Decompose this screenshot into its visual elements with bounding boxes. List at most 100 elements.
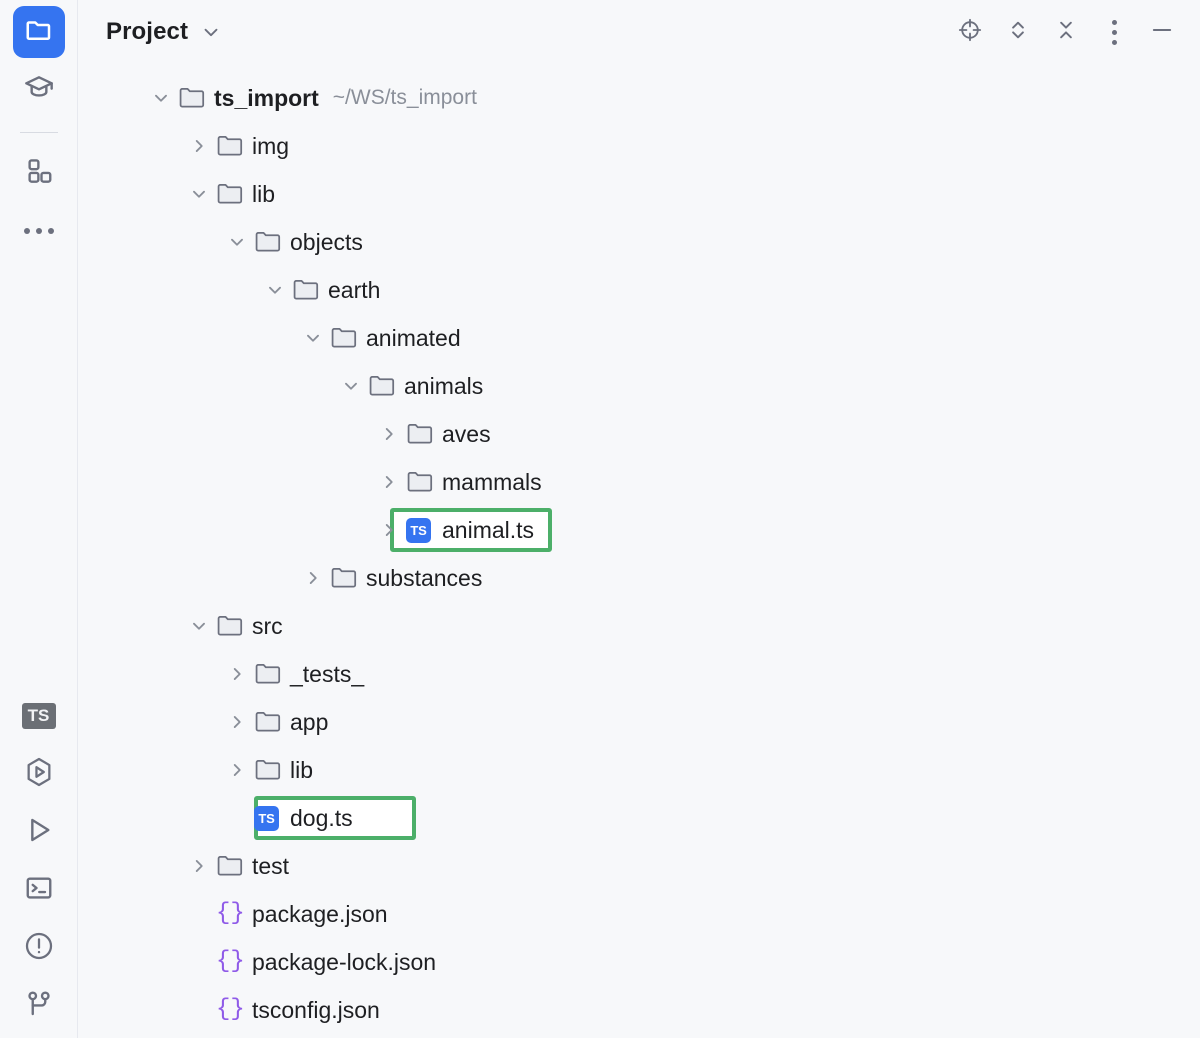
ts-badge-label: TS	[254, 805, 279, 831]
tree-node-package-lock[interactable]: {}package-lock.json	[78, 938, 1200, 986]
tree-node-app[interactable]: app	[78, 698, 1200, 746]
tree-node-animated[interactable]: animated	[78, 314, 1200, 362]
sidebar-item-problems[interactable]	[13, 922, 65, 974]
chevron-down-icon[interactable]	[224, 229, 250, 255]
tree-node-label: objects	[290, 228, 363, 255]
chevron-down-icon[interactable]	[186, 613, 212, 639]
tree-node-label: lib	[290, 756, 314, 783]
chevron-up-down-icon	[1005, 17, 1031, 48]
tree-node-label: app	[290, 708, 329, 735]
tree-node-lib[interactable]: lib	[78, 170, 1200, 218]
tree-node-label: package.json	[252, 900, 388, 927]
tree-node-label: animals	[404, 372, 484, 399]
collapse-all-icon	[1053, 17, 1079, 48]
activity-bar: TS	[0, 0, 78, 1038]
json-braces-label: {}	[216, 948, 245, 975]
folder-icon	[24, 15, 54, 50]
chevron-right-icon[interactable]	[376, 469, 402, 495]
folder-icon	[406, 469, 436, 495]
tree-node-img[interactable]: img	[78, 122, 1200, 170]
chevron-right-icon[interactable]	[224, 757, 250, 783]
tree-node-tests[interactable]: _tests_	[78, 650, 1200, 698]
sidebar-item-learn[interactable]	[13, 64, 65, 116]
chevron-down-icon[interactable]	[186, 181, 212, 207]
chevron-right-icon[interactable]	[186, 133, 212, 159]
hexagon-play-icon	[22, 755, 56, 794]
sidebar-item-terminal[interactable]	[13, 864, 65, 916]
ellipsis-icon	[23, 228, 54, 234]
sidebar-item-plugins[interactable]	[13, 147, 65, 199]
chevron-down-icon[interactable]	[200, 21, 222, 43]
tree-node-package-json[interactable]: {}package.json	[78, 890, 1200, 938]
ts-file-icon: TS	[406, 517, 436, 543]
folder-icon	[178, 85, 208, 111]
chevron-down-icon[interactable]	[338, 373, 364, 399]
folder-icon	[254, 661, 284, 687]
tree-node-label: aves	[442, 420, 491, 447]
json-file-icon: {}	[216, 901, 246, 927]
tree-node-label: package-lock.json	[252, 948, 437, 975]
ts-file-icon: TS	[254, 805, 284, 831]
tree-node-earth[interactable]: earth	[78, 266, 1200, 314]
blocks-icon	[24, 156, 54, 191]
tree-node-label: test	[252, 852, 290, 879]
sidebar-item-run-debug[interactable]	[13, 748, 65, 800]
json-braces-label: {}	[216, 900, 245, 927]
tree-node-label: lib	[252, 180, 276, 207]
tree-node-label: dog.ts	[290, 804, 353, 831]
tree-node-label: tsconfig.json	[252, 996, 380, 1023]
chevron-right-icon[interactable]	[224, 709, 250, 735]
folder-icon	[254, 229, 284, 255]
chevron-right-icon[interactable]	[300, 565, 326, 591]
tree-node-label: mammals	[442, 468, 542, 495]
crosshair-icon	[957, 17, 983, 48]
tree-node-src-lib[interactable]: lib	[78, 746, 1200, 794]
chevron-right-icon[interactable]	[376, 421, 402, 447]
page-title: Project	[106, 18, 189, 45]
chevron-right-icon[interactable]	[376, 517, 402, 543]
warning-circle-icon	[23, 930, 55, 967]
folder-icon	[292, 277, 322, 303]
minimize-icon	[1149, 17, 1175, 48]
tree-node-mammals[interactable]: mammals	[78, 458, 1200, 506]
ts-badge-icon: TS	[21, 703, 56, 729]
sidebar-item-run[interactable]	[13, 806, 65, 858]
folder-icon	[216, 133, 246, 159]
collapse-all-button[interactable]	[1046, 12, 1086, 52]
chevron-down-icon[interactable]	[300, 325, 326, 351]
options-menu-button[interactable]	[1094, 12, 1134, 52]
activity-bar-divider	[19, 132, 58, 133]
chevron-right-icon[interactable]	[224, 661, 250, 687]
chevron-right-icon[interactable]	[186, 853, 212, 879]
sidebar-item-more[interactable]	[13, 205, 65, 257]
select-opened-file-button[interactable]	[950, 12, 990, 52]
sidebar-item-typescript[interactable]: TS	[13, 690, 65, 742]
tree-node-aves[interactable]: aves	[78, 410, 1200, 458]
vertical-dots-icon	[1111, 19, 1117, 45]
tree-node-objects[interactable]: objects	[78, 218, 1200, 266]
ts-badge-label: TS	[406, 517, 431, 543]
tree-node-label: substances	[366, 564, 483, 591]
tree-node-tsconfig[interactable]: {}tsconfig.json	[78, 986, 1200, 1034]
tree-node-substances[interactable]: substances	[78, 554, 1200, 602]
graduation-cap-icon	[23, 72, 55, 109]
sidebar-item-version-control[interactable]	[13, 980, 65, 1032]
play-icon	[23, 814, 55, 851]
json-file-icon: {}	[216, 997, 246, 1023]
folder-icon	[254, 709, 284, 735]
folder-icon	[216, 181, 246, 207]
chevron-down-icon[interactable]	[148, 85, 174, 111]
tree-node-src[interactable]: src	[78, 602, 1200, 650]
expand-collapse-button[interactable]	[998, 12, 1038, 52]
tree-node-test[interactable]: test	[78, 842, 1200, 890]
sidebar-item-project[interactable]	[12, 6, 65, 58]
tree-node-ts_import[interactable]: ts_import~/WS/ts_import	[78, 74, 1200, 122]
hide-button[interactable]	[1142, 12, 1182, 52]
tree-node-path-hint: ~/WS/ts_import	[332, 86, 477, 109]
tree-node-animals[interactable]: animals	[78, 362, 1200, 410]
json-file-icon: {}	[216, 949, 246, 975]
tree-node-dog-ts[interactable]: TS dog.ts	[78, 794, 1200, 842]
chevron-down-icon[interactable]	[262, 277, 288, 303]
